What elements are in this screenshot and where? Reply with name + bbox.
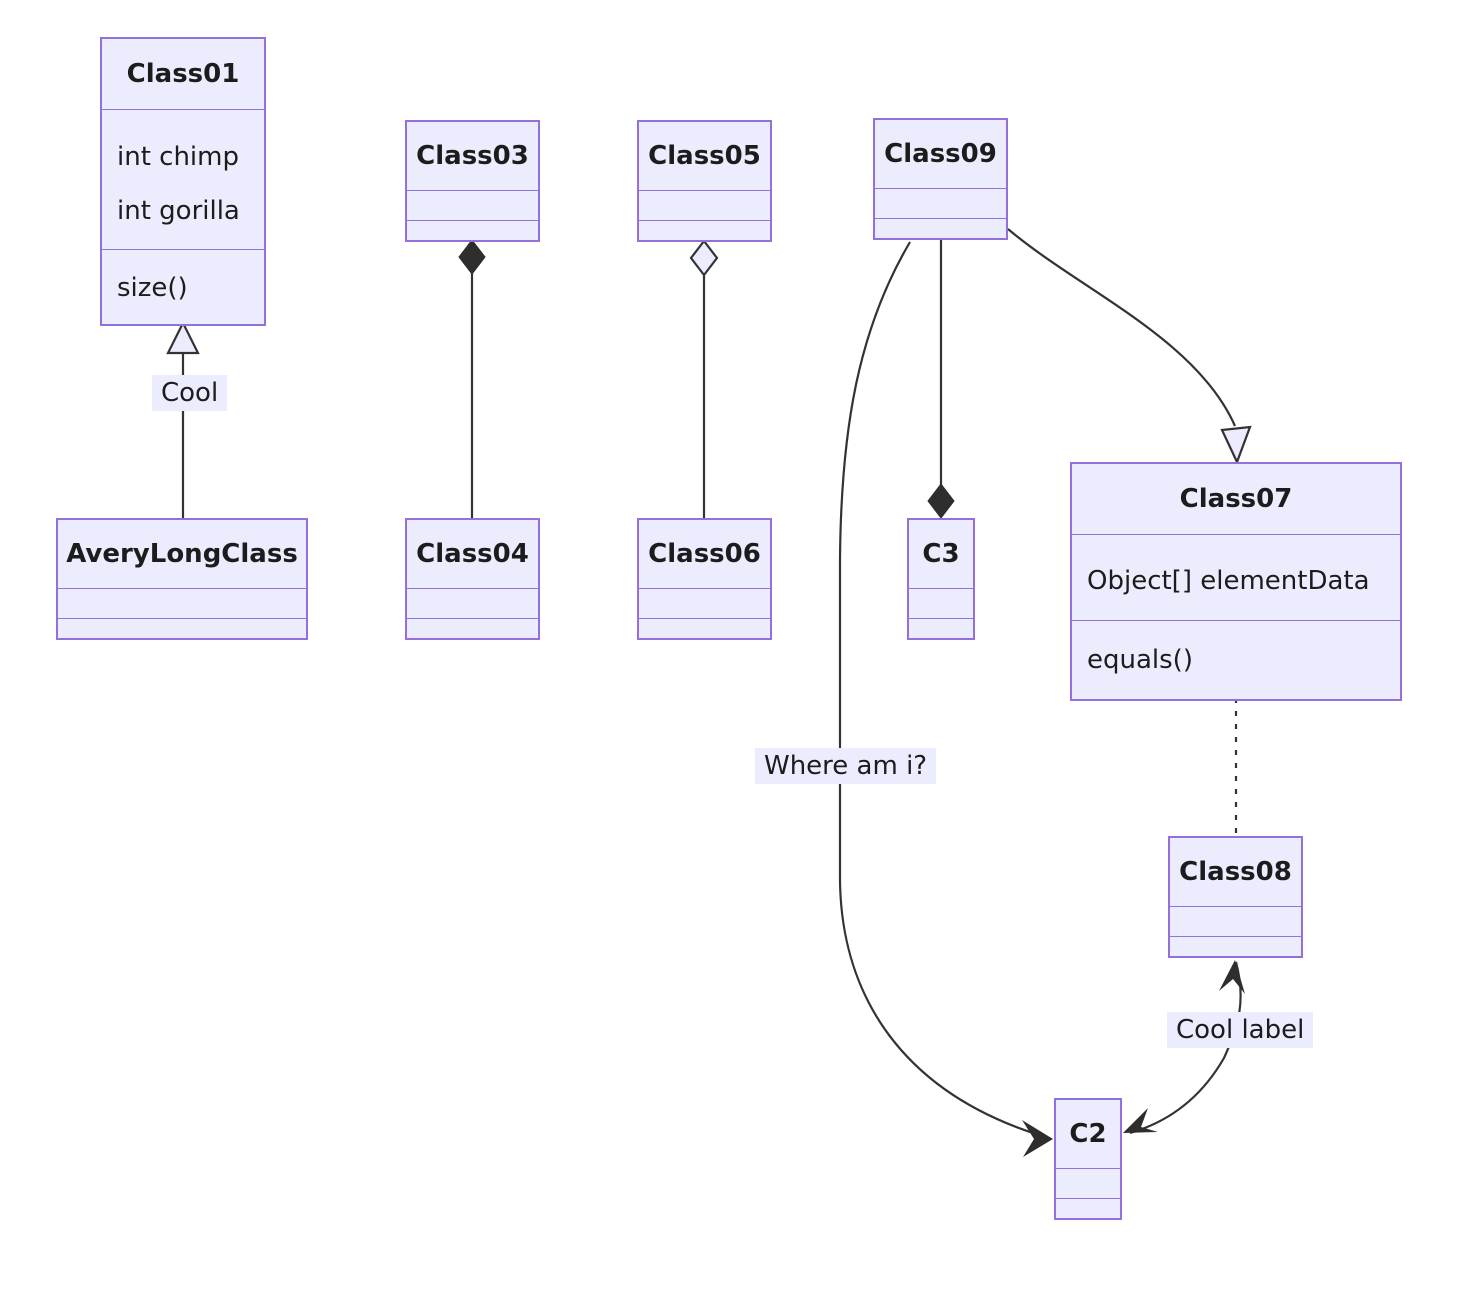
inheritance-triangle-icon — [166, 320, 200, 355]
arrowhead-icon — [1123, 1108, 1158, 1133]
attributes-compartment: Object[] elementData — [1072, 534, 1400, 620]
class-title: Class01 — [126, 59, 240, 89]
attributes-compartment — [875, 188, 1006, 218]
class-box-class09: Class09 — [873, 118, 1008, 240]
attributes-compartment — [639, 588, 770, 618]
methods-compartment — [1170, 936, 1301, 956]
class-box-class08: Class08 — [1168, 836, 1303, 958]
arrowhead-icon — [1219, 960, 1245, 994]
arrowhead-icon — [1022, 1120, 1053, 1157]
attributes-compartment — [407, 190, 538, 220]
aggregation-diamond-icon — [689, 239, 719, 277]
class-title: Class09 — [884, 139, 997, 169]
class-title: Class07 — [1179, 484, 1293, 514]
class-box-averylongclass: AveryLongClass — [56, 518, 308, 640]
class-attribute: int gorilla — [117, 196, 240, 226]
edge-class09-c2 — [838, 241, 1043, 1138]
class-box-class04: Class04 — [405, 518, 540, 640]
class-title: C2 — [1069, 1119, 1107, 1149]
class-title: Class04 — [416, 539, 529, 569]
methods-compartment — [639, 618, 770, 638]
methods-compartment — [58, 618, 306, 638]
composition-diamond-icon — [458, 239, 486, 275]
edge-label-where-am-i: Where am i? — [755, 748, 937, 784]
methods-compartment — [1056, 1198, 1120, 1218]
edge-label-cool: Cool — [152, 375, 228, 411]
class-title: Class08 — [1179, 857, 1292, 887]
edge-label-cool-label: Cool label — [1167, 1012, 1314, 1048]
attributes-compartment: int chimp int gorilla — [102, 109, 264, 249]
edge-class09-class07 — [1007, 228, 1237, 427]
attributes-compartment — [1056, 1168, 1120, 1198]
methods-compartment — [909, 618, 973, 638]
methods-compartment — [875, 218, 1006, 238]
class-title: C3 — [922, 539, 960, 569]
methods-compartment: equals() — [1072, 620, 1400, 699]
attributes-compartment — [58, 588, 306, 618]
composition-diamond-icon — [927, 483, 955, 519]
edge-class08-c2 — [1129, 961, 1242, 1135]
methods-compartment: size() — [102, 249, 264, 324]
class-box-class01: Class01 int chimp int gorilla size() — [100, 37, 266, 326]
class-box-class05: Class05 — [637, 120, 772, 242]
methods-compartment — [639, 220, 770, 240]
attributes-compartment — [407, 588, 538, 618]
class-box-class03: Class03 — [405, 120, 540, 242]
class-title: AveryLongClass — [66, 539, 298, 569]
class-method: equals() — [1087, 645, 1193, 675]
class-box-class07: Class07 Object[] elementData equals() — [1070, 462, 1402, 701]
attributes-compartment — [909, 588, 973, 618]
class-title: Class05 — [648, 141, 761, 171]
class-title: Class06 — [648, 539, 761, 569]
class-attribute: int chimp — [117, 142, 239, 172]
methods-compartment — [407, 220, 538, 240]
class-box-class06: Class06 — [637, 518, 772, 640]
inheritance-triangle-icon — [1220, 425, 1252, 465]
class-box-c2: C2 — [1054, 1098, 1122, 1220]
class-method: size() — [117, 273, 188, 303]
class-box-c3: C3 — [907, 518, 975, 640]
class-attribute: Object[] elementData — [1087, 566, 1370, 596]
attributes-compartment — [639, 190, 770, 220]
methods-compartment — [407, 618, 538, 638]
attributes-compartment — [1170, 906, 1301, 936]
class-title: Class03 — [416, 141, 529, 171]
